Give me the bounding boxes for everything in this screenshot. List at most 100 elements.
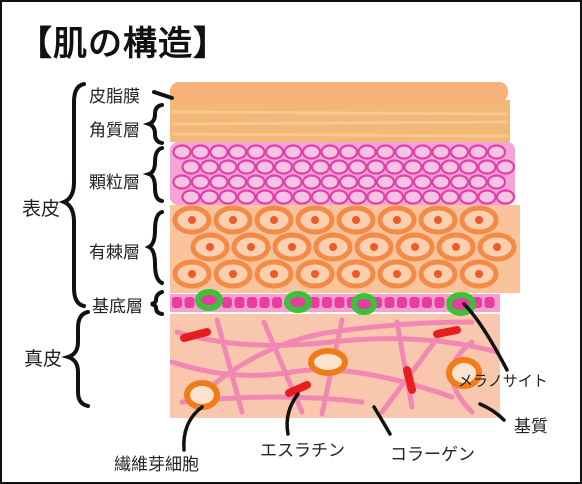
granulosum-cell [246, 144, 266, 160]
granulosum-cell [412, 144, 433, 160]
basale-cell [397, 297, 407, 308]
granulosum-cell [357, 144, 377, 160]
granulosum-cell [431, 174, 451, 190]
label-sebum-film: 皮脂膜 [89, 87, 140, 107]
spinosum-nucleus [434, 270, 442, 278]
granulosum-cell [338, 144, 359, 160]
granulosum-cell [310, 159, 331, 175]
basale-cell [322, 297, 332, 308]
granulosum-cell [301, 174, 322, 190]
granulosum-cell [273, 159, 294, 175]
basale-cell [309, 297, 320, 308]
granulosum-cell [449, 144, 470, 160]
granulosum-cell [283, 144, 303, 160]
spinosum-nucleus [475, 270, 483, 278]
granulosum-cell [227, 144, 248, 160]
granulosum-cell [320, 174, 340, 190]
granulosum-cell [421, 189, 442, 205]
granulosum-cell [431, 144, 451, 160]
label-fibroblast: 繊維芽細胞 [114, 455, 199, 475]
granulosum-cell [486, 144, 507, 160]
corneum-line [171, 120, 508, 126]
granulosum-cell [329, 189, 349, 205]
label-collagen: コラーゲン [390, 445, 475, 465]
granulosum-cell [292, 159, 312, 175]
label-stratum-granulosum: 顆粒層 [89, 173, 140, 193]
granulosum-cell [283, 174, 303, 190]
granulosum-cell [403, 189, 423, 205]
label-dermis: 真皮 [24, 348, 63, 370]
granulosum-cell [255, 159, 275, 175]
granulosum-cell [366, 189, 386, 205]
granulosum-cell [292, 189, 312, 205]
melanocytes [195, 289, 476, 316]
spinosum-nucleus [329, 243, 337, 251]
granulosum-cell [384, 159, 405, 175]
label-stratum-corneum: 角質層 [89, 121, 140, 141]
basale-cell [384, 297, 395, 308]
granulosum-cell [218, 189, 238, 205]
spinosum-nucleus [188, 270, 196, 278]
granulosum-cell [440, 189, 460, 205]
spinosum-nucleus [434, 216, 442, 224]
spinosum-nucleus [452, 243, 460, 251]
granulosum-cell [412, 174, 433, 190]
collagen-fiber [174, 329, 500, 355]
spinosum-nucleus [288, 243, 296, 251]
granulosum-cell [264, 174, 285, 190]
spinosum-nucleus [270, 270, 278, 278]
elastin-fibers [180, 326, 461, 397]
granulosum-cell [190, 174, 211, 190]
elastin-fiber [180, 328, 211, 342]
granulosum-cell [394, 174, 414, 190]
fibroblast-cell [446, 357, 482, 389]
corneum-bracket [142, 103, 164, 145]
granulosum-cell [394, 144, 414, 160]
label-ground-substance: 基質 [514, 417, 548, 437]
corneum-texture [171, 110, 508, 138]
spinosum-nucleus [206, 243, 214, 251]
corneum-line [171, 110, 508, 116]
fibroblast-cell [308, 348, 348, 376]
collagen-fiber [199, 319, 475, 397]
granulosum-cell [338, 174, 359, 190]
granulosum-cell [440, 159, 460, 175]
granulosum-cell [172, 174, 192, 190]
melanocyte-cell [351, 293, 377, 315]
basale-cell [434, 297, 445, 308]
granulosum-cell [468, 144, 488, 160]
basale-cell [272, 297, 282, 308]
granulosum-cell [495, 189, 516, 205]
basale-cell [409, 297, 420, 308]
sebum-film-layer [170, 82, 508, 102]
granulosum-cell [181, 189, 201, 205]
spinosum-nucleus [370, 243, 378, 251]
spinosum-nucleus [270, 216, 278, 224]
ground-substance-pointer [478, 402, 506, 422]
granulosum-cell [477, 159, 497, 175]
label-elastin: エスラチン [260, 441, 345, 461]
granulosum-cell [366, 159, 386, 175]
spinosum-nucleus [229, 216, 237, 224]
melanocyte-cell [284, 291, 312, 313]
spinosum-bracket [144, 210, 164, 285]
granulosum-cell [384, 189, 405, 205]
granulosum-cell [273, 189, 294, 205]
basale-cell [334, 297, 345, 308]
granulosum-cell [301, 144, 322, 160]
granulosum-cell [375, 144, 396, 160]
basale-cell [222, 297, 232, 308]
brackets [58, 82, 174, 408]
granulosum-cell [403, 159, 423, 175]
granulosum-cell [264, 144, 285, 160]
granulosum-cell [486, 174, 507, 190]
epidermis-bracket [58, 82, 86, 308]
melanocyte-cell [195, 289, 223, 311]
label-melanocyte: メラノサイト [458, 372, 548, 390]
spinosum-nucleus [475, 216, 483, 224]
granulosum-cell [310, 189, 331, 205]
sebum-pointer [152, 90, 174, 100]
granulosum-cell [357, 174, 377, 190]
spinosum-cells [172, 205, 517, 289]
